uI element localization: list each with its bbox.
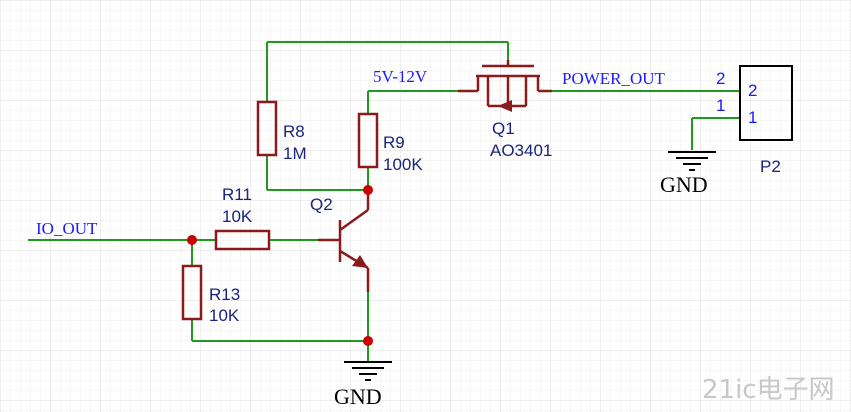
p2-pin-bottom: 1	[748, 108, 757, 127]
gnd-symbol-bottom	[344, 361, 392, 381]
r9-ref: R9	[383, 133, 405, 152]
r11-value: 10K	[222, 207, 253, 226]
net-label-power-out: POWER_OUT	[562, 69, 666, 88]
r13-value: 10K	[209, 306, 240, 325]
resistor-r11[interactable]	[214, 229, 271, 251]
p2-pin2-wire-number: 2	[716, 69, 725, 88]
r11-ref: R11	[222, 185, 252, 204]
gnd-label-bottom: GND	[334, 384, 382, 409]
watermark: 21ic电子网	[702, 375, 835, 405]
junction-io-out	[187, 235, 197, 245]
q1-ref: Q1	[492, 119, 515, 138]
junction-collector	[363, 185, 373, 195]
wires	[28, 41, 740, 362]
q1-body-arrow	[498, 100, 512, 112]
net-label-io-out: IO_OUT	[36, 219, 98, 238]
r8-value: 1M	[283, 144, 307, 163]
junction-gnd	[363, 336, 373, 346]
q2-ref: Q2	[310, 195, 333, 214]
resistor-r9[interactable]	[357, 112, 379, 169]
r8-ref: R8	[283, 122, 305, 141]
p2-ref: P2	[760, 157, 781, 176]
p2-pin-top: 2	[748, 81, 757, 100]
resistor-r13[interactable]	[181, 264, 203, 321]
resistor-r8[interactable]	[256, 100, 278, 157]
p2-pin1-wire-number: 1	[716, 96, 725, 115]
gnd-symbol-p2	[668, 151, 716, 171]
q2-emitter-arrow	[352, 255, 368, 268]
connector-p2[interactable]	[739, 65, 793, 141]
net-label-supply: 5V-12V	[373, 67, 428, 86]
r9-value: 100K	[383, 155, 423, 174]
q1-value: AO3401	[490, 141, 552, 160]
gnd-label-p2: GND	[660, 172, 708, 197]
r13-ref: R13	[209, 285, 240, 304]
